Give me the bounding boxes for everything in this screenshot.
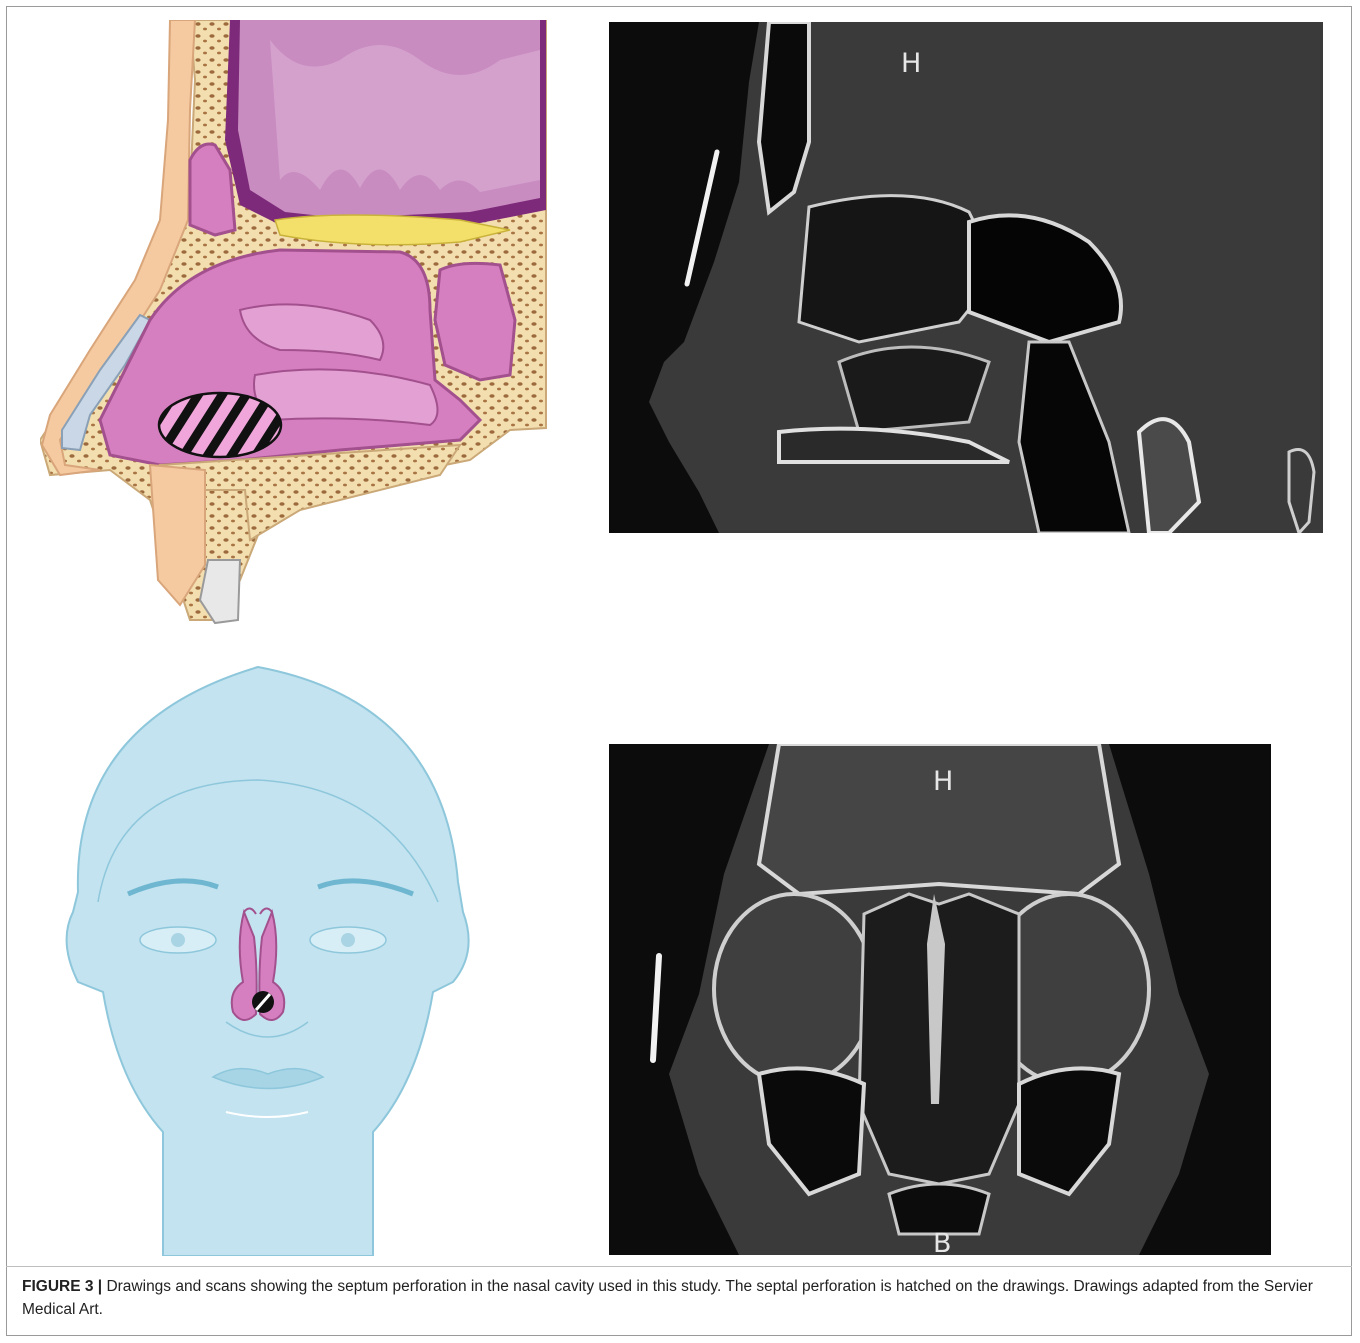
scan-label-bottom: B — [933, 1228, 952, 1259]
figure-label: FIGURE 3 | — [22, 1278, 102, 1295]
caption-divider — [6, 1266, 1352, 1267]
figure-caption-text: Drawings and scans showing the septum pe… — [22, 1278, 1313, 1318]
sagittal-nasal-drawing — [40, 20, 550, 625]
ct-scan-coronal: H B — [609, 744, 1271, 1255]
frontal-face-drawing — [58, 662, 478, 1256]
scan-label-top: H — [933, 766, 953, 797]
scan-label-top: H — [901, 48, 921, 79]
figure-caption: FIGURE 3 | Drawings and scans showing th… — [22, 1275, 1338, 1321]
septal-perforation-hatch-frontal — [252, 991, 274, 1013]
ct-scan-sagittal: H — [609, 22, 1323, 533]
